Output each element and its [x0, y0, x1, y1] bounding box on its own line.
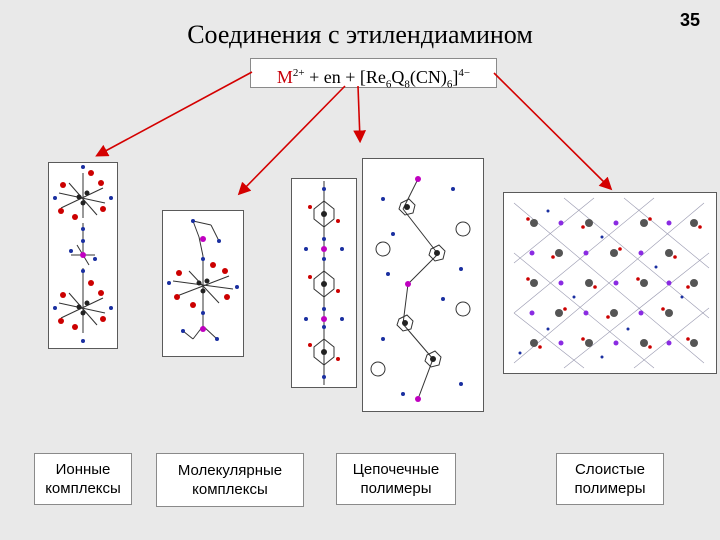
- arrow-to-chain: [353, 85, 367, 144]
- label-ionic-line1: Ионные: [55, 461, 111, 478]
- formula-sub-re: 6: [385, 78, 392, 91]
- label-chain-line2: полимеры: [360, 480, 432, 497]
- label-layered-line2: полимеры: [574, 480, 646, 497]
- formula-charge: 4−: [458, 67, 471, 79]
- label-layered-polymers: Слоистые полимеры: [556, 453, 664, 505]
- reaction-formula: M2+ + en + [Re6Q8(CN)6]4−: [250, 58, 497, 91]
- formula-middle: + en + [Re: [304, 67, 386, 87]
- label-molecular-line1: Молекулярные: [177, 462, 283, 479]
- formula-sub-cn: 6: [446, 78, 453, 91]
- label-layered-line1: Слоистые: [575, 461, 645, 478]
- formula-sub-q: 8: [404, 78, 410, 91]
- formula-close: ]: [452, 67, 459, 87]
- formula-q: Q: [391, 67, 405, 87]
- arrow-to-molecular: [237, 85, 346, 196]
- slide-title: Соединения с этилендиамином: [187, 20, 533, 49]
- label-molecular-complexes: Молекулярные комплексы: [156, 453, 304, 507]
- arrow-to-ionic: [95, 71, 253, 157]
- label-ionic-line2: комплексы: [45, 480, 121, 497]
- arrow-to-layer: [493, 72, 613, 191]
- label-ionic-complexes: Ионные комплексы: [34, 453, 132, 505]
- formula-metal: M: [276, 67, 293, 87]
- molecular-complex-structure: [162, 210, 244, 357]
- label-chain-line1: Цепочечные: [352, 461, 440, 478]
- chain-polymer-zigzag-structure: [362, 158, 484, 412]
- label-chain-polymers: Цепочечные полимеры: [336, 453, 456, 505]
- slide-number: 35: [680, 10, 701, 30]
- chain-polymer-structure: [291, 178, 357, 388]
- label-molecular-line2: комплексы: [192, 481, 268, 498]
- formula-metal-charge: 2+: [292, 67, 305, 79]
- ionic-complex-structure: [48, 162, 118, 349]
- formula-cn: (CN): [409, 67, 447, 87]
- layered-polymer-structure: [503, 192, 717, 374]
